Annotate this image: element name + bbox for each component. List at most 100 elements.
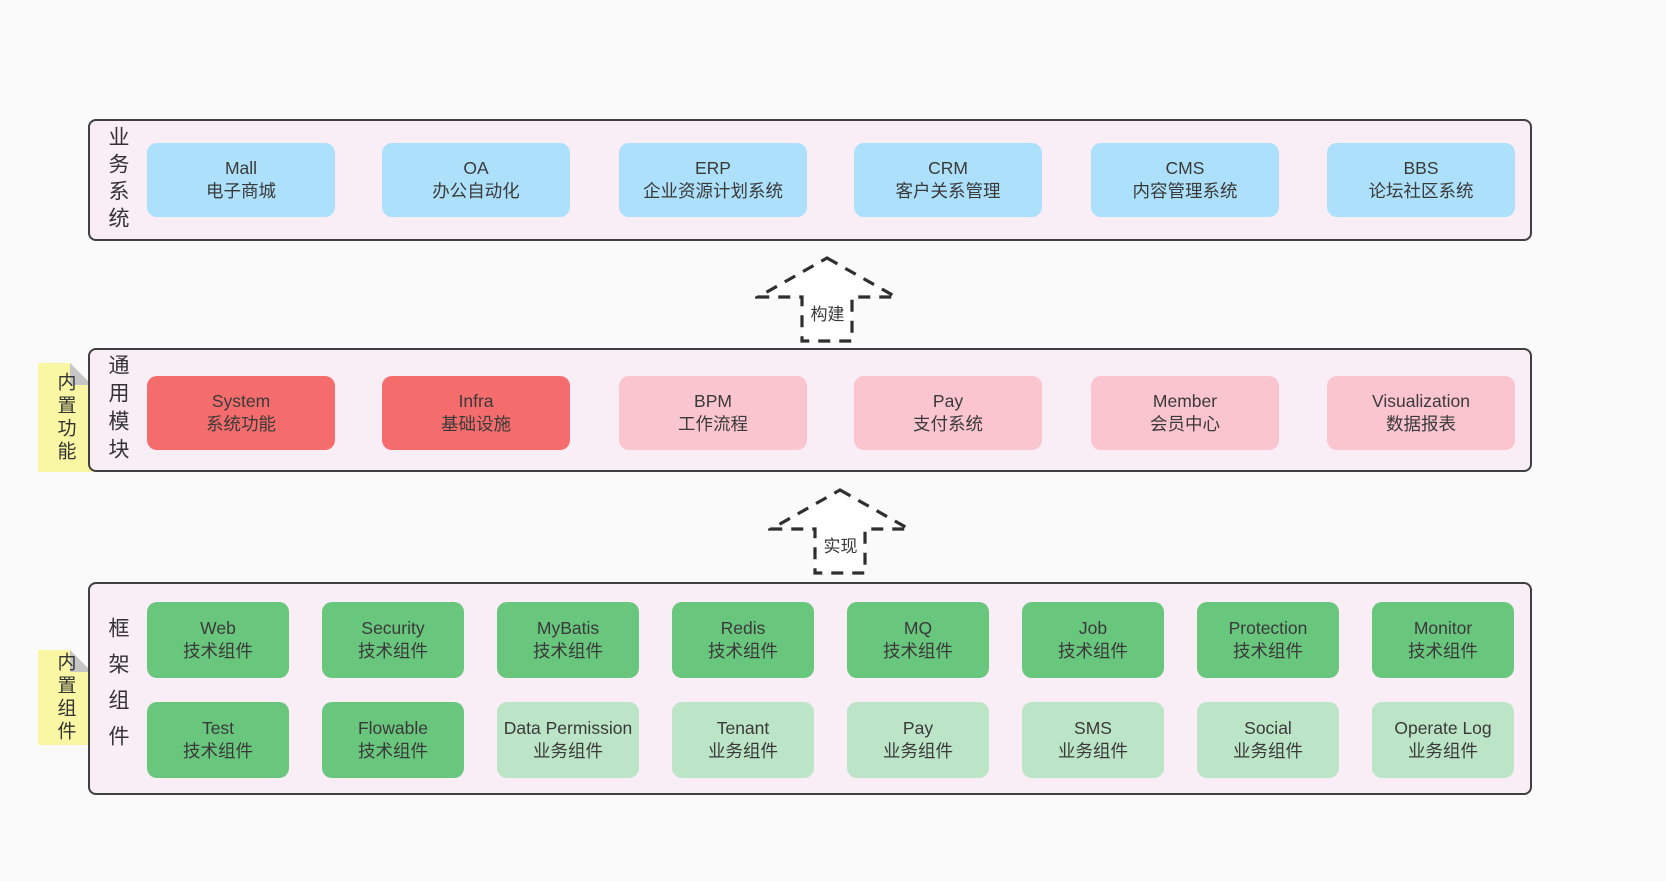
box-subtitle: 技术组件 xyxy=(533,641,603,661)
section-label-business: 业务系统 xyxy=(102,121,132,239)
box-subtitle: 业务组件 xyxy=(1408,741,1478,761)
box-pay-system: Pay 支付系统 xyxy=(854,376,1042,450)
section-label-text: 通用模块 xyxy=(106,354,129,466)
box-subtitle: 技术组件 xyxy=(358,641,428,661)
section-label-modules: 通用模块 xyxy=(102,350,132,470)
box-job: Job 技术组件 xyxy=(1022,602,1164,678)
box-title: Monitor xyxy=(1413,618,1473,638)
box-data-permission: Data Permission 业务组件 xyxy=(497,702,639,778)
box-infra: Infra 基础设施 xyxy=(382,376,570,450)
box-title: SMS xyxy=(1074,718,1112,738)
box-title: Infra xyxy=(458,391,494,411)
box-social: Social 业务组件 xyxy=(1197,702,1339,778)
section-label-text: 业务系统 xyxy=(106,126,129,234)
box-oa: OA 办公自动化 xyxy=(382,143,570,217)
box-title: ERP xyxy=(695,158,731,178)
box-title: System xyxy=(211,391,271,411)
section-business-systems: 业务系统 Mall 电子商城 OA 办公自动化 ERP 企业资源计划系统 CRM… xyxy=(88,119,1532,241)
box-protection: Protection 技术组件 xyxy=(1197,602,1339,678)
box-title: Member xyxy=(1152,391,1218,411)
box-mybatis: MyBatis 技术组件 xyxy=(497,602,639,678)
box-subtitle: 支付系统 xyxy=(913,414,983,434)
box-title: Mall xyxy=(224,158,258,178)
box-flowable: Flowable 技术组件 xyxy=(322,702,464,778)
box-title: BBS xyxy=(1403,158,1439,178)
box-tenant: Tenant 业务组件 xyxy=(672,702,814,778)
box-subtitle: 系统功能 xyxy=(206,414,276,434)
box-subtitle: 工作流程 xyxy=(678,414,748,434)
section-label-framework: 框架组件 xyxy=(102,584,132,793)
box-bbs: BBS 论坛社区系统 xyxy=(1327,143,1515,217)
section-common-modules: 通用模块 System 系统功能 Infra 基础设施 BPM 工作流程 Pay… xyxy=(88,348,1532,472)
box-subtitle: 业务组件 xyxy=(1233,741,1303,761)
box-title: CMS xyxy=(1165,158,1205,178)
section-label-text: 框架组件 xyxy=(106,616,129,761)
box-mq: MQ 技术组件 xyxy=(847,602,989,678)
box-subtitle: 技术组件 xyxy=(1233,641,1303,661)
box-pay-component: Pay 业务组件 xyxy=(847,702,989,778)
box-web: Web 技术组件 xyxy=(147,602,289,678)
box-subtitle: 技术组件 xyxy=(183,641,253,661)
box-title: MyBatis xyxy=(536,618,600,638)
box-title: Tenant xyxy=(716,718,770,738)
box-subtitle: 技术组件 xyxy=(708,641,778,661)
box-subtitle: 业务组件 xyxy=(1058,741,1128,761)
note-label: 内置组件 xyxy=(54,651,76,744)
box-subtitle: 技术组件 xyxy=(883,641,953,661)
box-title: CRM xyxy=(928,158,968,178)
box-title: Protection xyxy=(1228,618,1308,638)
box-subtitle: 技术组件 xyxy=(358,741,428,761)
box-bpm: BPM 工作流程 xyxy=(619,376,807,450)
box-title: Test xyxy=(201,718,235,738)
box-crm: CRM 客户关系管理 xyxy=(854,143,1042,217)
section-framework-components: 框架组件 Web 技术组件 Security 技术组件 MyBatis 技术组件… xyxy=(88,582,1532,795)
sticky-note-builtin-features: 内置功能 xyxy=(38,363,92,472)
box-subtitle: 电子商城 xyxy=(206,181,276,201)
box-test: Test 技术组件 xyxy=(147,702,289,778)
box-title: Redis xyxy=(720,618,766,638)
box-title: BPM xyxy=(694,391,732,411)
box-redis: Redis 技术组件 xyxy=(672,602,814,678)
box-visualization: Visualization 数据报表 xyxy=(1327,376,1515,450)
box-title: Flowable xyxy=(357,718,429,738)
box-mall: Mall 电子商城 xyxy=(147,143,335,217)
box-subtitle: 基础设施 xyxy=(441,414,511,434)
box-title: Visualization xyxy=(1372,391,1470,411)
box-title: Data Permission xyxy=(503,718,633,738)
box-subtitle: 办公自动化 xyxy=(432,181,520,201)
box-subtitle: 业务组件 xyxy=(533,741,603,761)
box-member: Member 会员中心 xyxy=(1091,376,1279,450)
box-operate-log: Operate Log 业务组件 xyxy=(1372,702,1514,778)
box-sms: SMS 业务组件 xyxy=(1022,702,1164,778)
box-title: Security xyxy=(361,618,425,638)
arrow-implement: 实现 xyxy=(768,487,913,577)
box-cms: CMS 内容管理系统 xyxy=(1091,143,1279,217)
sticky-note-builtin-components: 内置组件 xyxy=(38,650,92,745)
up-arrow-icon xyxy=(755,256,900,343)
box-subtitle: 会员中心 xyxy=(1150,414,1220,434)
box-system: System 系统功能 xyxy=(147,376,335,450)
box-subtitle: 数据报表 xyxy=(1386,414,1456,434)
box-title: Operate Log xyxy=(1394,718,1492,738)
box-title: Social xyxy=(1244,718,1292,738)
box-subtitle: 业务组件 xyxy=(708,741,778,761)
box-subtitle: 内容管理系统 xyxy=(1132,181,1238,201)
box-title: MQ xyxy=(903,618,933,638)
box-title: Job xyxy=(1078,618,1108,638)
note-label: 内置功能 xyxy=(54,371,76,464)
box-subtitle: 业务组件 xyxy=(883,741,953,761)
box-monitor: Monitor 技术组件 xyxy=(1372,602,1514,678)
box-title: OA xyxy=(463,158,489,178)
up-arrow-icon xyxy=(768,488,913,575)
box-erp: ERP 企业资源计划系统 xyxy=(619,143,807,217)
arrow-label: 实现 xyxy=(823,537,858,556)
box-subtitle: 客户关系管理 xyxy=(895,181,1001,201)
arrow-build: 构建 xyxy=(755,255,900,345)
box-title: Web xyxy=(200,618,236,638)
box-title: Pay xyxy=(902,718,934,738)
arrow-label: 构建 xyxy=(810,305,845,324)
box-subtitle: 技术组件 xyxy=(183,741,253,761)
box-title: Pay xyxy=(932,391,964,411)
box-subtitle: 技术组件 xyxy=(1408,641,1478,661)
box-subtitle: 论坛社区系统 xyxy=(1368,181,1474,201)
